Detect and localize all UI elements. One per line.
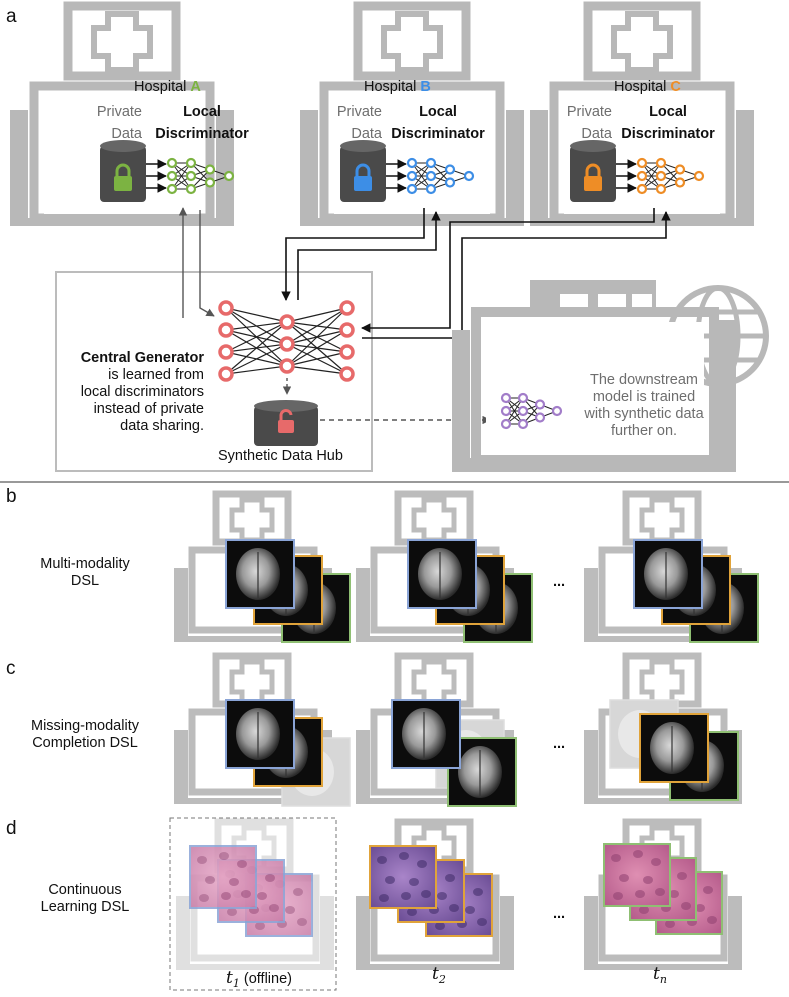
synthetic-data-hub-label: Synthetic Data Hub bbox=[218, 448, 343, 464]
network-node bbox=[463, 170, 475, 182]
offline-dashed-box bbox=[169, 817, 337, 991]
network-node bbox=[406, 170, 418, 182]
generator-node bbox=[279, 336, 295, 352]
ellipsis-b: ... bbox=[553, 574, 566, 590]
mri-image-tile bbox=[391, 699, 461, 769]
network-node bbox=[693, 170, 705, 182]
network-node bbox=[425, 157, 437, 169]
network-node bbox=[674, 177, 686, 188]
network-node bbox=[166, 170, 178, 182]
network-node bbox=[444, 164, 456, 175]
pathology-image-tile bbox=[189, 845, 257, 909]
network-node bbox=[655, 183, 667, 195]
network-node bbox=[674, 164, 686, 175]
network-node bbox=[204, 164, 216, 175]
network-node bbox=[444, 177, 456, 188]
generator-node bbox=[218, 300, 234, 316]
network-node bbox=[534, 412, 546, 423]
generator-node bbox=[218, 344, 234, 360]
hospital-c-title: Hospital C bbox=[614, 79, 681, 95]
mri-image-tile bbox=[225, 699, 295, 769]
network-node bbox=[636, 170, 648, 182]
ellipsis-d: ... bbox=[553, 906, 566, 922]
central-generator-box bbox=[55, 271, 373, 472]
pathology-image-tile bbox=[369, 845, 437, 909]
central-generator-description: Central Generator is learned from local … bbox=[80, 350, 204, 434]
generator-node bbox=[218, 366, 234, 382]
generator-node bbox=[339, 300, 355, 316]
panel-label-d: d bbox=[6, 818, 17, 839]
network-node bbox=[517, 392, 529, 404]
network-node bbox=[223, 170, 235, 182]
generator-node bbox=[339, 366, 355, 382]
mri-image-tile bbox=[407, 539, 477, 609]
private-data-database-a bbox=[100, 140, 146, 202]
hospital-b-title: Hospital B bbox=[364, 79, 431, 95]
mri-image-tile bbox=[225, 539, 295, 609]
downstream-model-network bbox=[500, 392, 563, 430]
generator-node bbox=[339, 344, 355, 360]
network-node bbox=[166, 183, 178, 195]
network-node bbox=[517, 418, 529, 430]
network-node bbox=[636, 157, 648, 169]
network-node bbox=[185, 183, 197, 195]
mri-image-tile bbox=[639, 713, 709, 783]
local-discriminator-b bbox=[406, 157, 475, 195]
panel-label-a: a bbox=[6, 6, 17, 27]
network-node bbox=[551, 405, 563, 417]
time-label-t2: t2 bbox=[432, 964, 446, 986]
central-generator-network bbox=[218, 300, 355, 382]
local-discriminator-a bbox=[166, 157, 235, 195]
network-node bbox=[185, 170, 197, 182]
network-node bbox=[166, 157, 178, 169]
generator-node bbox=[218, 322, 234, 338]
mri-image-tile bbox=[633, 539, 703, 609]
panel-label-c: c bbox=[6, 658, 16, 679]
time-label-t1: t1 (offline) bbox=[226, 968, 292, 990]
pathology-image-tile bbox=[603, 843, 671, 907]
ellipsis-c: ... bbox=[553, 736, 566, 752]
network-node bbox=[204, 177, 216, 188]
local-discriminator-c bbox=[636, 157, 705, 195]
synthetic-data-hub-database bbox=[254, 400, 318, 446]
downstream-building bbox=[452, 280, 769, 472]
generator-node bbox=[279, 314, 295, 330]
network-node bbox=[517, 405, 529, 417]
hospital-a-title: Hospital A bbox=[134, 79, 201, 95]
network-node bbox=[406, 183, 418, 195]
panel-label-b: b bbox=[6, 486, 17, 507]
network-node bbox=[406, 157, 418, 169]
generator-node bbox=[279, 358, 295, 374]
network-node bbox=[500, 405, 512, 417]
network-node bbox=[500, 392, 512, 404]
network-node bbox=[500, 418, 512, 430]
network-node bbox=[636, 183, 648, 195]
downstream-description: The downstream model is trained with syn… bbox=[584, 372, 704, 439]
time-label-tn: tn bbox=[653, 964, 667, 986]
private-data-database-c bbox=[570, 140, 616, 202]
network-node bbox=[655, 157, 667, 169]
network-node bbox=[534, 399, 546, 410]
network-node bbox=[655, 170, 667, 182]
private-data-database-b bbox=[340, 140, 386, 202]
network-node bbox=[185, 157, 197, 169]
network-node bbox=[425, 183, 437, 195]
network-node bbox=[425, 170, 437, 182]
generator-node bbox=[339, 322, 355, 338]
